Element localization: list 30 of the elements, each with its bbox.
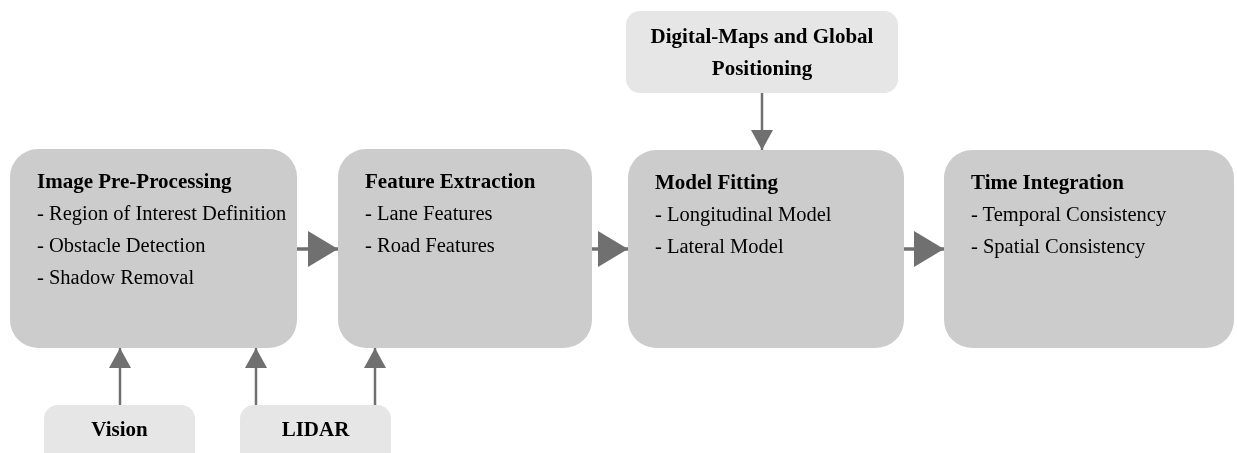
list-item: - Region of Interest Definition bbox=[37, 201, 287, 227]
box-label: LIDAR bbox=[281, 416, 350, 443]
box-heading: Image Pre-Processing bbox=[37, 168, 232, 195]
box-heading: Time Integration bbox=[971, 169, 1125, 196]
process-box bbox=[628, 150, 904, 348]
arrow bbox=[904, 231, 944, 267]
arrow bbox=[751, 93, 773, 150]
process-box bbox=[944, 150, 1234, 348]
box-label: Vision bbox=[91, 416, 148, 443]
input-box bbox=[626, 11, 898, 93]
process-box bbox=[338, 149, 592, 348]
sensor-box bbox=[44, 405, 195, 453]
arrow bbox=[364, 348, 386, 405]
arrow bbox=[297, 231, 338, 267]
arrow bbox=[245, 348, 267, 405]
list-item: - Temporal Consistency bbox=[971, 202, 1167, 228]
sensor-box bbox=[240, 405, 391, 453]
box-label: Digital-Maps and Global Positioning bbox=[649, 23, 875, 82]
list-item: - Longitudinal Model bbox=[655, 202, 832, 228]
arrow bbox=[592, 231, 628, 267]
list-item: - Lane Features bbox=[365, 201, 493, 226]
process-box bbox=[10, 149, 297, 348]
list-item: - Road Features bbox=[365, 233, 495, 258]
box-heading: Model Fitting bbox=[655, 169, 779, 196]
box-heading: Feature Extraction bbox=[365, 168, 536, 195]
list-item: - Lateral Model bbox=[655, 234, 784, 259]
list-item: - Obstacle Detection bbox=[37, 233, 206, 258]
list-item: - Spatial Consistency bbox=[971, 234, 1146, 260]
arrow bbox=[109, 348, 131, 405]
list-item: - Shadow Removal bbox=[37, 265, 195, 290]
